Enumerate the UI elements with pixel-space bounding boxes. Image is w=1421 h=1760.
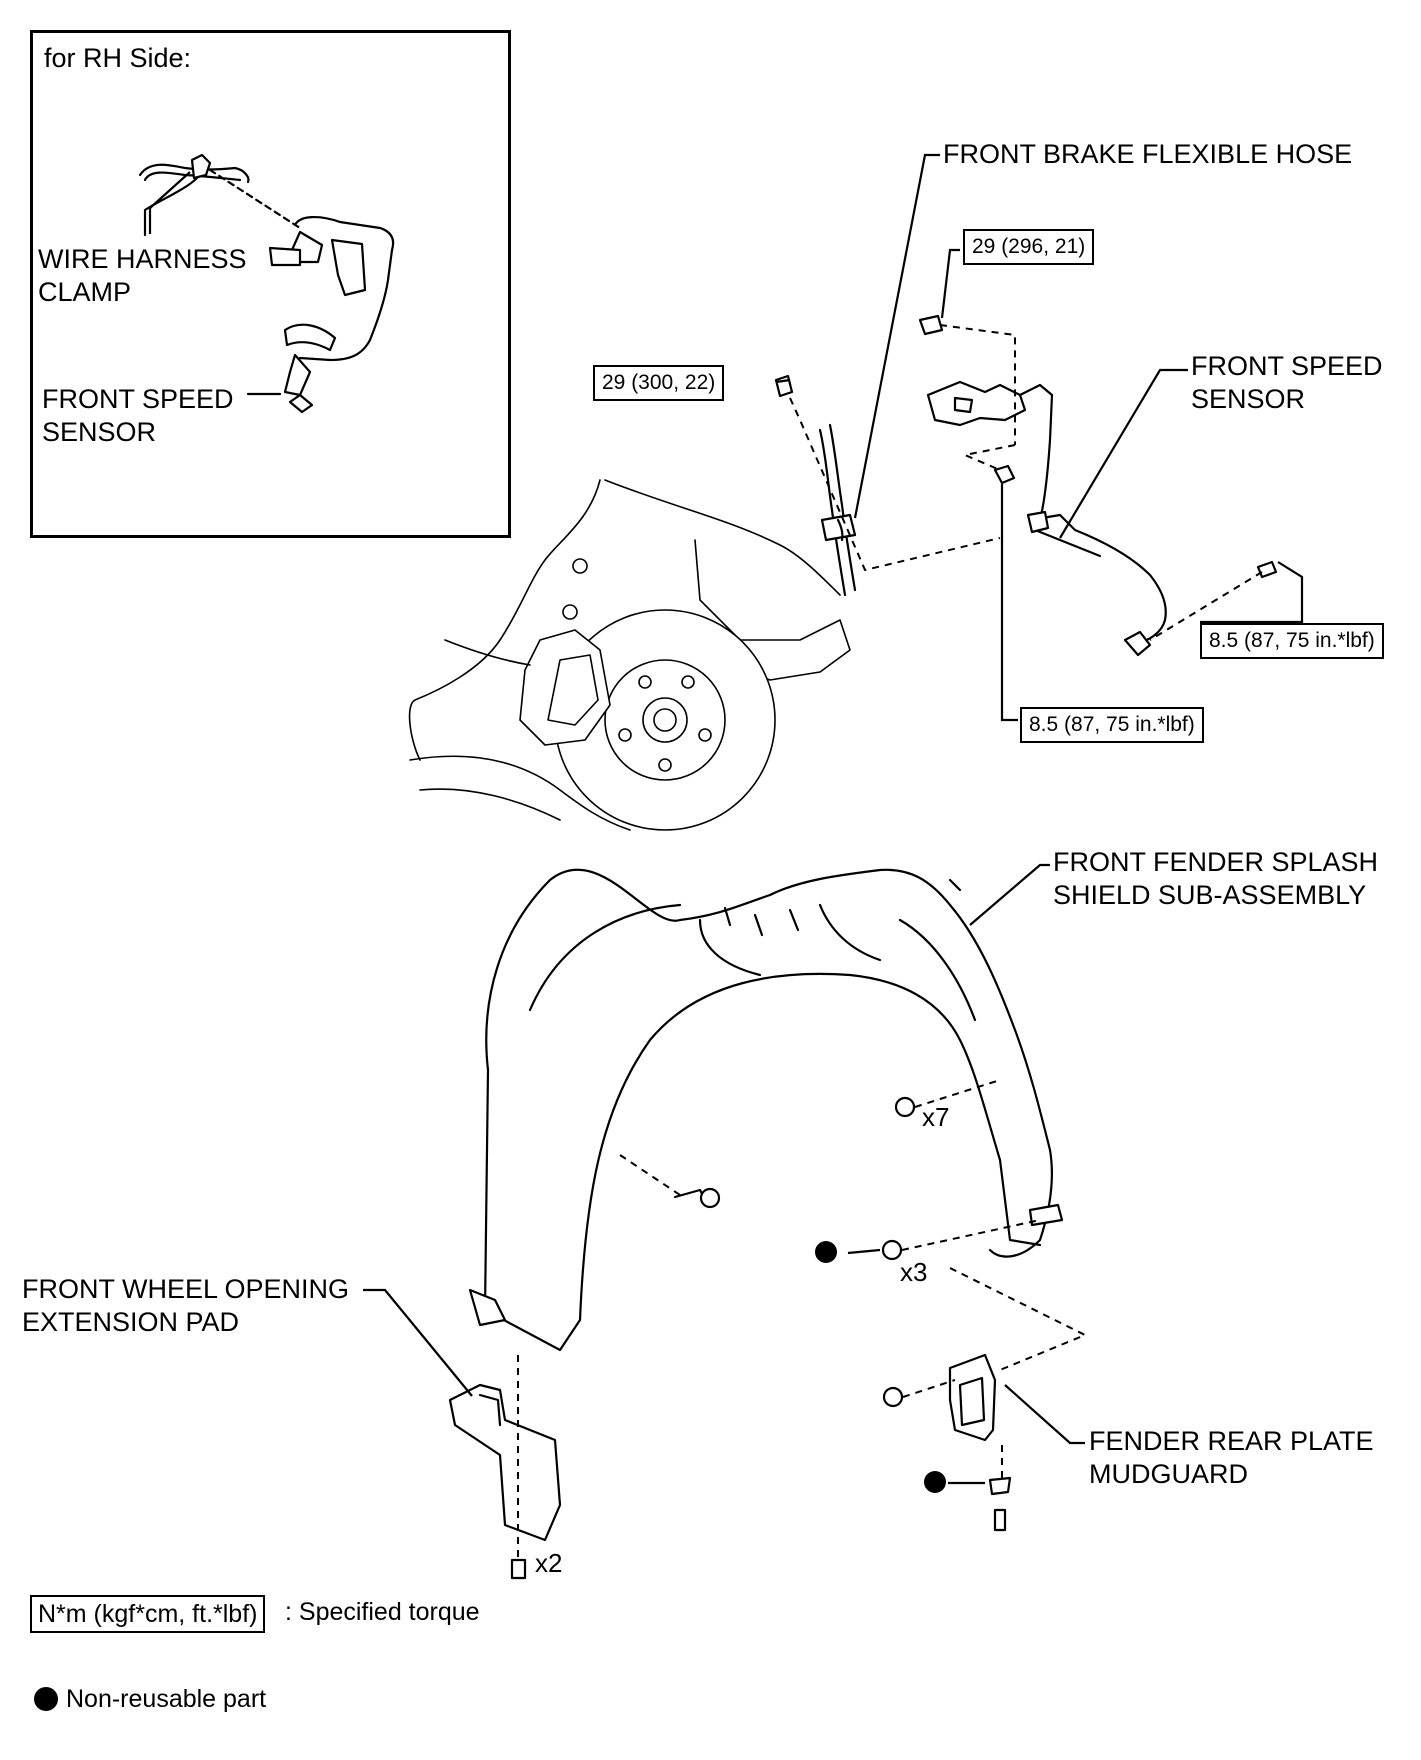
qty-clips-x7: x7 (922, 1102, 950, 1132)
front-fender-splash-shield-label: FRONT FENDER SPLASH SHIELD SUB-ASSEMBLY (1053, 847, 1379, 910)
legend-torque-description: : Specified torque (285, 1598, 480, 1626)
extension-pad-artwork (448, 1383, 562, 1542)
front-speed-sensor-label: FRONT SPEED SENSOR (1191, 351, 1383, 414)
brake-hose-artwork (818, 423, 857, 597)
leader-lines (148, 153, 1304, 1485)
inset-front-speed-sensor-label: FRONT SPEED SENSOR (42, 384, 234, 447)
fender-splash-shield-artwork (468, 868, 1064, 1352)
speed-sensor-bracket-artwork (926, 380, 1167, 657)
torque-bracket-nut: 8.5 (87, 75 in.*lbf) (1020, 707, 1204, 743)
torque-sensor-bolt: 8.5 (87, 75 in.*lbf) (1200, 623, 1384, 659)
knuckle-and-brake-artwork (408, 479, 851, 831)
mudguard-plate-artwork (948, 1353, 997, 1442)
rh-side-inset-frame (30, 30, 511, 538)
fender-rear-plate-mudguard-label: FENDER REAR PLATE MUDGUARD (1089, 1426, 1374, 1489)
inset-wire-harness-clamp-label: WIRE HARNESS CLAMP (38, 244, 247, 307)
front-brake-flexible-hose-label: FRONT BRAKE FLEXIBLE HOSE (943, 139, 1353, 169)
torque-hose-bolt: 29 (300, 22) (593, 365, 725, 401)
legend-non-reusable-dot (34, 1687, 58, 1711)
clips-and-screws-artwork (510, 1096, 1012, 1580)
non-reusable-marker-clips (815, 1241, 837, 1263)
inset-speed-sensor-artwork (246, 216, 395, 414)
qty-screws-x2: x2 (535, 1548, 563, 1578)
front-wheel-opening-extension-pad-label: FRONT WHEEL OPENING EXTENSION PAD (22, 1274, 350, 1337)
inset-wire-harness-artwork (138, 153, 302, 237)
legend-non-reusable-text: Non-reusable part (66, 1685, 267, 1713)
legend-torque-box: N*m (kgf*cm, ft.*lbf) (30, 1595, 266, 1633)
torque-bracket-bolt: 29 (296, 21) (963, 229, 1095, 265)
installation-dashed-lines (517, 324, 1263, 1558)
non-reusable-marker-mudguard (924, 1471, 946, 1493)
inset-title: for RH Side: (44, 43, 192, 73)
qty-clips-x3: x3 (900, 1257, 928, 1287)
